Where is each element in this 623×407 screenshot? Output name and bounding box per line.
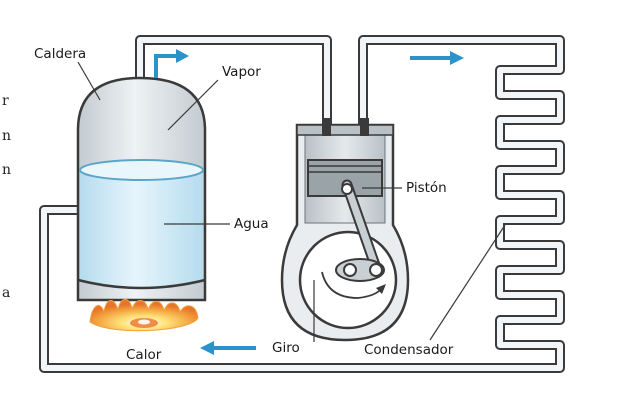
label-piston: Pistón [406,180,447,196]
label-caldera: Caldera [34,46,86,62]
flow-arrows [154,49,464,355]
cylinder-head [296,124,394,136]
arrow-right-icon [410,51,464,65]
boiler-water [80,170,203,289]
label-condensador: Condensador [364,342,454,358]
pipe-loop [39,35,565,373]
clipped-char-1: r [2,93,9,109]
flame-icon [89,298,199,332]
arrow-left-icon [200,341,256,355]
leader-lines [77,61,506,342]
leader-vapor [167,79,219,131]
rotation-arrow-icon [321,271,383,299]
arrow-up-right-icon [154,54,178,78]
leader-condensador [429,224,506,341]
labels: Caldera Vapor Agua Pistón Giro Calor Con… [34,46,454,363]
engine [280,118,410,342]
boiler [76,76,207,302]
clipped-char-4: a [2,285,10,301]
inlet-valve [322,118,331,136]
leader-caldera [77,61,101,101]
clipped-text-left: r n n a [2,93,11,301]
label-giro: Giro [272,340,300,356]
label-agua: Agua [234,216,269,232]
clipped-char-3: n [2,162,11,178]
water-surface [79,159,204,181]
outlet-valve [360,118,369,136]
pipe-inner [41,37,563,371]
boiler-bottom [77,278,206,290]
label-calor: Calor [126,347,162,363]
label-vapor: Vapor [222,64,261,80]
clipped-char-2: n [2,128,11,144]
